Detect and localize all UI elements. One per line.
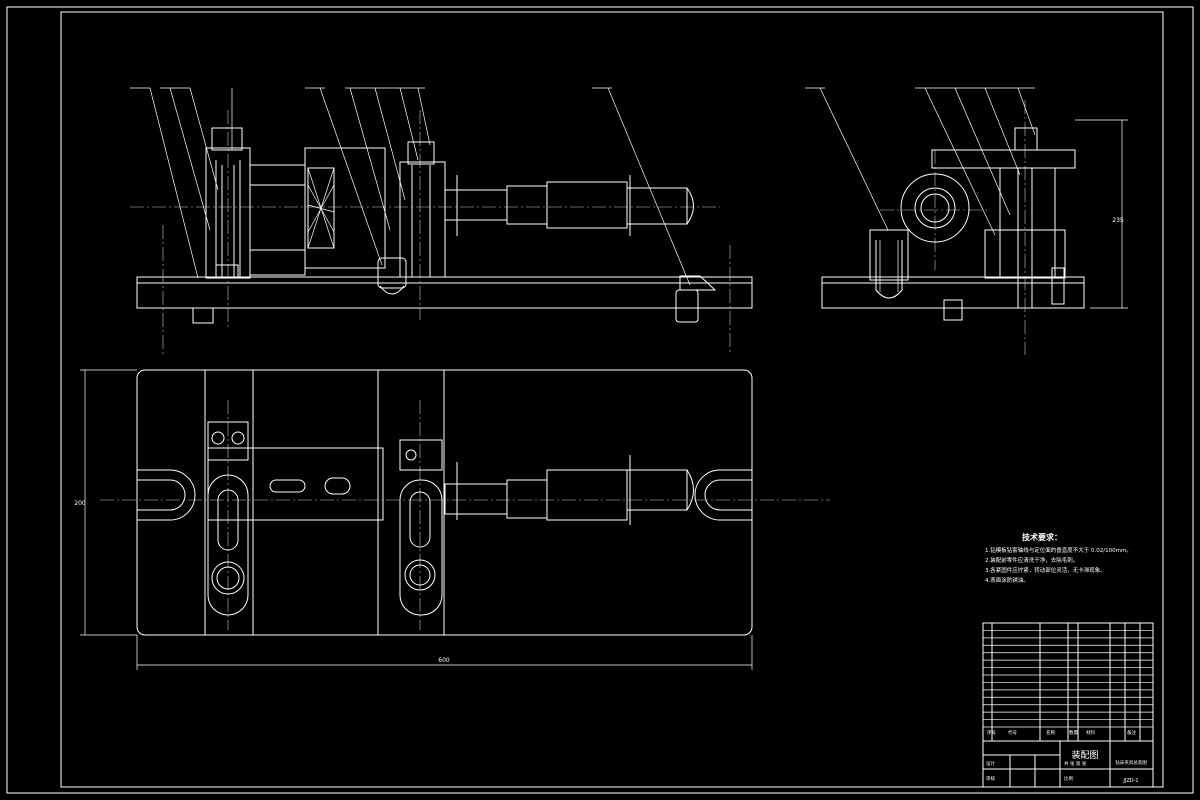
outer-border (6, 6, 1194, 794)
header-name: 名称 (1046, 729, 1055, 736)
side-view (805, 87, 1128, 355)
technical-requirements: 技术要求： 1.钻模板钻套轴线与定位面的垂直度不大于 0.02/100mm。 2… (985, 532, 1132, 584)
product-name: 钻床夹具总装图 (1115, 759, 1147, 766)
header-material: 材料 (1086, 729, 1095, 736)
header-no: 序号 (987, 729, 996, 736)
top-view (80, 369, 830, 670)
scale-label: 比例 (1064, 775, 1073, 782)
dim-overall-length: 600 (438, 657, 450, 664)
dim-height: 235 (1112, 217, 1124, 224)
tech-req-title: 技术要求： (1022, 532, 1062, 542)
sheet-label: 共 张 第 张 (1064, 760, 1087, 767)
tech-req-item-2: 2.装配前零件应清洗干净，去除毛刺。 (985, 556, 1078, 564)
parts-list: 序号 代号 名称 数量 材料 备注 (982, 622, 1154, 742)
check-label: 审核 (986, 775, 995, 782)
header-remark: 备注 (1127, 729, 1136, 736)
dim-overall-width: 200 (74, 500, 86, 507)
designer-label: 设计 (986, 760, 995, 767)
inner-frame (60, 11, 1164, 788)
drawing-name: 装配图 (1071, 749, 1098, 761)
header-qty: 数量 (1069, 729, 1078, 736)
title-block: 装配图 钻床夹具总装图 JJZD-1 设计 审核 比例 共 张 第 张 (982, 740, 1154, 788)
front-view (130, 87, 753, 355)
tech-req-item-1: 1.钻模板钻套轴线与定位面的垂直度不大于 0.02/100mm。 (985, 546, 1132, 554)
tech-req-item-3: 3.各紧固件应拧紧，转动部位灵活，无卡滞现象。 (985, 566, 1106, 574)
drawing-code: JJZD-1 (1122, 778, 1138, 784)
header-code: 代号 (1008, 729, 1017, 736)
tech-req-item-4: 4.表面涂防锈油。 (985, 576, 1029, 584)
